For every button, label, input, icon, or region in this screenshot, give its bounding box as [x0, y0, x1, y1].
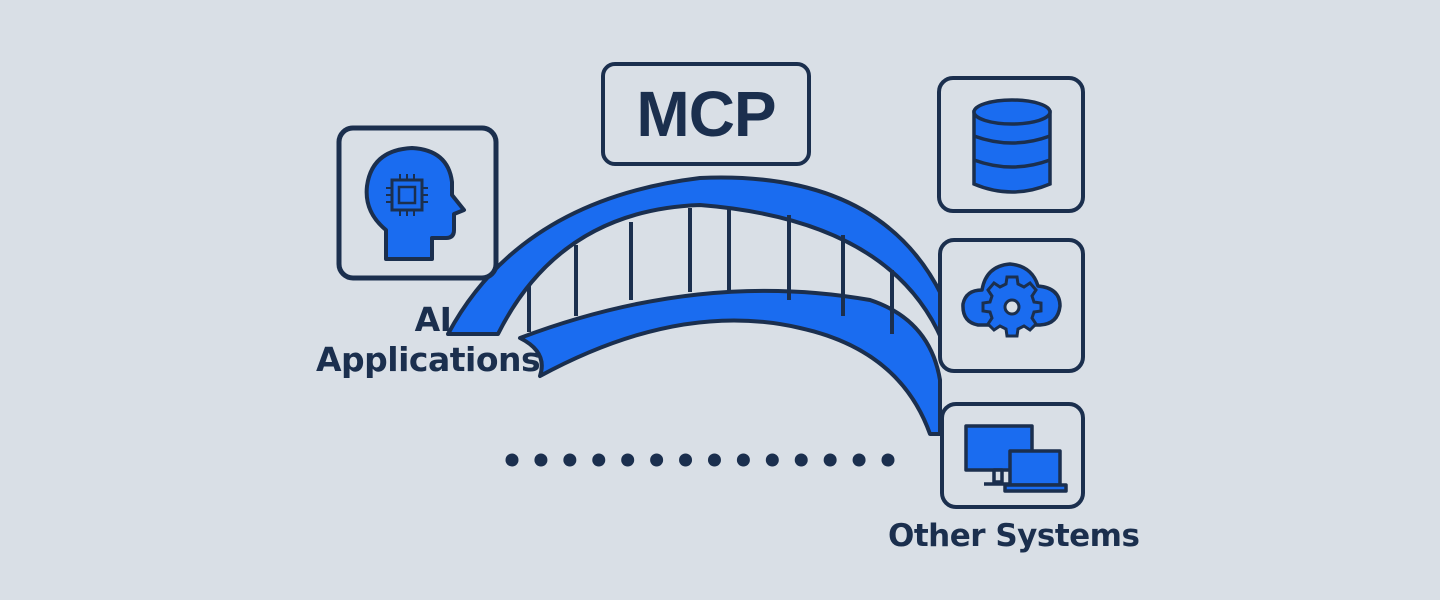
- dot: [563, 453, 577, 467]
- ai-head-chip-icon: [364, 146, 466, 261]
- ai-label-line1: AI: [414, 300, 452, 339]
- dot: [823, 453, 837, 467]
- dot: [505, 453, 519, 467]
- ai-applications-label: AI Applications: [316, 300, 541, 380]
- dot: [621, 453, 635, 467]
- dot: [794, 453, 808, 467]
- dot: [765, 453, 779, 467]
- dot: [881, 453, 895, 467]
- dot: [707, 453, 721, 467]
- dotted-link: [505, 453, 895, 467]
- dot: [679, 453, 693, 467]
- mcp-box: [601, 62, 811, 166]
- bridge-hangers: [527, 207, 894, 334]
- dot: [650, 453, 664, 467]
- mcp-title: MCP: [636, 78, 776, 150]
- devices-icon: [964, 424, 1068, 493]
- cloud-services-node: [938, 238, 1085, 373]
- dot: [592, 453, 606, 467]
- devices-node: [940, 402, 1085, 509]
- dot: [736, 453, 750, 467]
- dot: [534, 453, 548, 467]
- other-systems-label: Other Systems: [888, 518, 1140, 554]
- dot: [852, 453, 866, 467]
- bridge-deck: [518, 288, 942, 436]
- database-node: [937, 76, 1085, 213]
- ai-label-line2: Applications: [316, 340, 541, 379]
- database-icon: [972, 98, 1052, 194]
- cloud-gear-icon: [961, 262, 1062, 338]
- ai-applications-node: [336, 125, 499, 281]
